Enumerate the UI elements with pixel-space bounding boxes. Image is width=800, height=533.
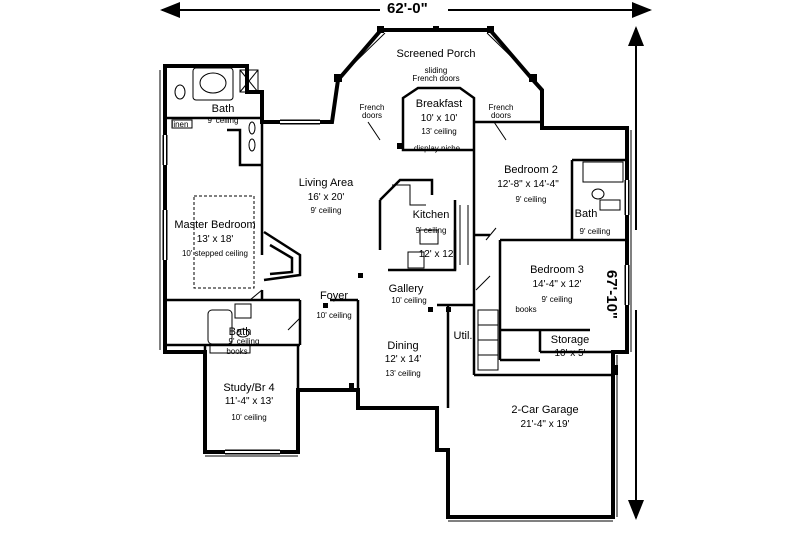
bedroom3-ceiling: 9' ceiling: [541, 295, 573, 304]
dining-size: 12' x 14': [384, 354, 422, 365]
french-doors-right-label: French doors: [488, 103, 514, 121]
storage-label: Storage: [550, 334, 590, 346]
study-label: Study/Br 4: [223, 382, 275, 394]
living-area-size: 16' x 20': [307, 192, 345, 203]
linen-label: linen: [171, 120, 189, 129]
bath2-label: Bath: [574, 208, 598, 220]
dimension-lines: [160, 2, 652, 520]
gallery-ceiling: 10' ceiling: [391, 296, 427, 305]
bedroom2-ceiling: 9' ceiling: [515, 195, 547, 204]
books-bedroom3-label: books: [515, 305, 537, 314]
overall-width-dimension: 62'-0": [387, 0, 428, 17]
breakfast-label: Breakfast: [415, 98, 463, 110]
kitchen-size: 12' x 12': [418, 249, 456, 260]
porch-screens: [344, 30, 528, 73]
master-bedroom-ceiling: 10' stepped ceiling: [181, 249, 249, 258]
bath3-ceiling: 9' ceiling: [228, 337, 260, 346]
kitchen-label: Kitchen: [412, 209, 450, 221]
brick-hatching: [159, 70, 632, 522]
garage-label: 2-Car Garage: [511, 404, 579, 416]
breakfast-ceiling: 13' ceiling: [421, 127, 457, 136]
stepped-ceiling-outline: [193, 195, 255, 289]
posts: [323, 143, 618, 388]
bedroom3-label: Bedroom 3: [530, 264, 584, 276]
dining-ceiling: 13' ceiling: [385, 369, 421, 378]
books-study-label: books: [226, 347, 248, 356]
bath3-label: Bath: [228, 326, 252, 338]
bookshelves: [209, 309, 499, 371]
study-ceiling: 10' ceiling: [231, 413, 267, 422]
sliding-doors-label: sliding French doors: [412, 66, 460, 84]
bedroom3-size: 14'-4" x 12': [532, 279, 582, 290]
screened-porch-label: Screened Porch: [396, 48, 476, 60]
display-niche-label: display niche: [413, 144, 461, 153]
french-doors-left-label: French doors: [359, 103, 385, 121]
living-area-ceiling: 9' ceiling: [310, 206, 342, 215]
kitchen-ceiling: 9' ceiling: [415, 226, 447, 235]
porch-columns: [334, 26, 537, 82]
garage-size: 21'-4" x 19': [520, 419, 570, 430]
master-bedroom-size: 13' x 18': [196, 234, 234, 245]
gallery-label: Gallery: [388, 283, 424, 295]
master-bath-ceiling: 9' ceiling: [207, 116, 239, 125]
bedroom2-size: 12'-8" x 14'-4": [497, 179, 559, 190]
breakfast-size: 10' x 10': [420, 113, 458, 124]
living-area-label: Living Area: [298, 177, 354, 189]
utility-label: Util.: [453, 330, 473, 342]
door-swings: [249, 121, 507, 331]
storage-size: 10' x 5': [554, 348, 586, 359]
bath2-ceiling: 9' ceiling: [579, 227, 611, 236]
windows: [164, 121, 628, 453]
window-frames: [162, 119, 630, 455]
dining-label: Dining: [387, 340, 419, 352]
study-size: 11'-4" x 13': [224, 396, 274, 407]
interior-walls: [165, 86, 627, 408]
kitchen-counters: [392, 184, 469, 269]
foyer-ceiling: 10' ceiling: [316, 311, 352, 320]
master-bath-label: Bath: [211, 103, 235, 115]
bath-fixtures: [171, 67, 624, 345]
master-bedroom-label: Master Bedroom: [174, 219, 256, 231]
foyer-label: Foyer: [319, 290, 349, 302]
overall-depth-dimension: 67'-10": [603, 270, 620, 320]
bedroom2-label: Bedroom 2: [504, 164, 558, 176]
